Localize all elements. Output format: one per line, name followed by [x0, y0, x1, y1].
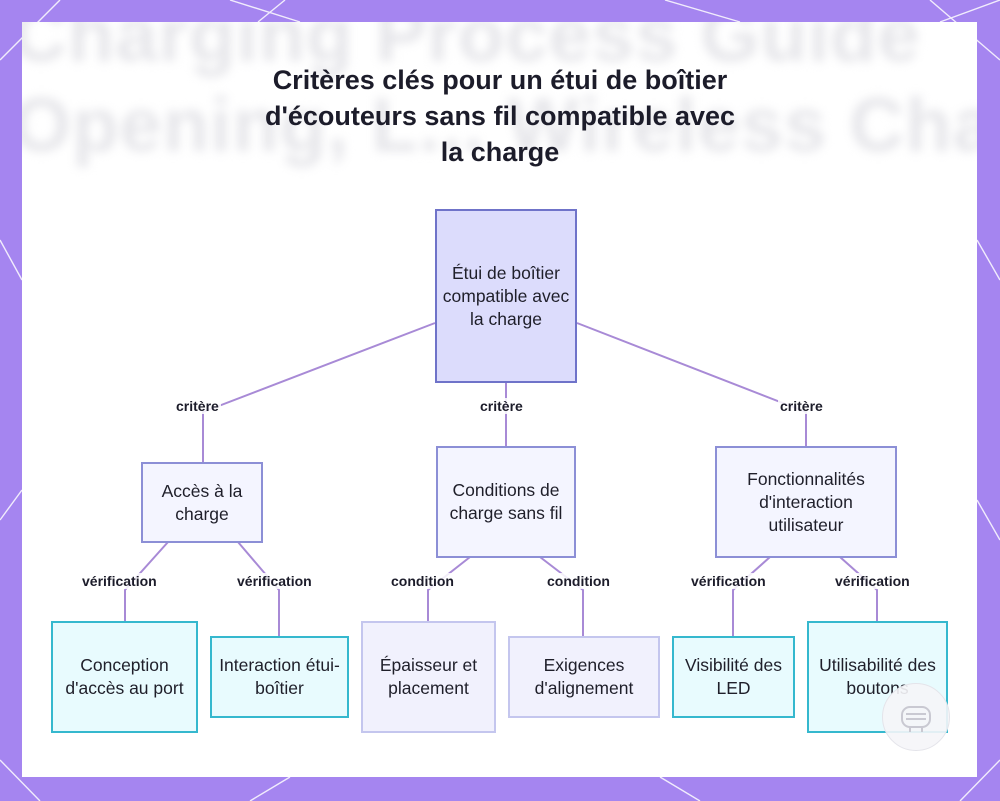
edge-conditions-epaisseur: [428, 557, 470, 622]
node-acces-charge: Accès à la charge: [141, 462, 263, 543]
edge-conditions-exigences: [540, 557, 583, 637]
node-visibilite-led-label: Visibilité des LED: [678, 654, 789, 700]
node-interaction-etui: Interaction étui-boîtier: [210, 636, 349, 718]
edge-label-critere-2: critère: [478, 398, 525, 414]
edge-fonct-utilisabilite: [840, 557, 877, 622]
node-conception-acces-label: Conception d'accès au port: [57, 654, 192, 700]
watermark-badge: [882, 683, 950, 751]
edge-label-condition-1: condition: [389, 573, 456, 589]
node-conditions-charge-label: Conditions de charge sans fil: [442, 479, 570, 525]
edge-label-verification-4: vérification: [833, 573, 912, 589]
edge-label-verification-2: vérification: [235, 573, 314, 589]
edge-root-acces: [203, 323, 435, 463]
edge-fonct-visibilite: [733, 557, 770, 637]
node-acces-charge-label: Accès à la charge: [147, 480, 257, 526]
node-interaction-etui-label: Interaction étui-boîtier: [216, 654, 343, 700]
node-root-label: Étui de boîtier compatible avec la charg…: [441, 262, 571, 331]
node-conditions-charge: Conditions de charge sans fil: [436, 446, 576, 558]
edge-label-condition-2: condition: [545, 573, 612, 589]
node-root: Étui de boîtier compatible avec la charg…: [435, 209, 577, 383]
node-epaisseur: Épaisseur et placement: [361, 621, 496, 733]
edge-root-fonctionnalites: [577, 323, 806, 447]
edge-label-verification-3: vérification: [689, 573, 768, 589]
node-exigences-label: Exigences d'alignement: [514, 654, 654, 700]
edge-label-critere-1: critère: [174, 398, 221, 414]
edge-label-critere-3: critère: [778, 398, 825, 414]
charging-case-icon: [896, 697, 936, 737]
node-fonctionnalites: Fonctionnalités d'interaction utilisateu…: [715, 446, 897, 558]
node-epaisseur-label: Épaisseur et placement: [367, 654, 490, 700]
node-visibilite-led: Visibilité des LED: [672, 636, 795, 718]
edge-acces-interaction: [238, 542, 279, 637]
node-exigences: Exigences d'alignement: [508, 636, 660, 718]
edge-label-verification-1: vérification: [80, 573, 159, 589]
node-conception-acces: Conception d'accès au port: [51, 621, 198, 733]
node-fonctionnalites-label: Fonctionnalités d'interaction utilisateu…: [721, 468, 891, 537]
